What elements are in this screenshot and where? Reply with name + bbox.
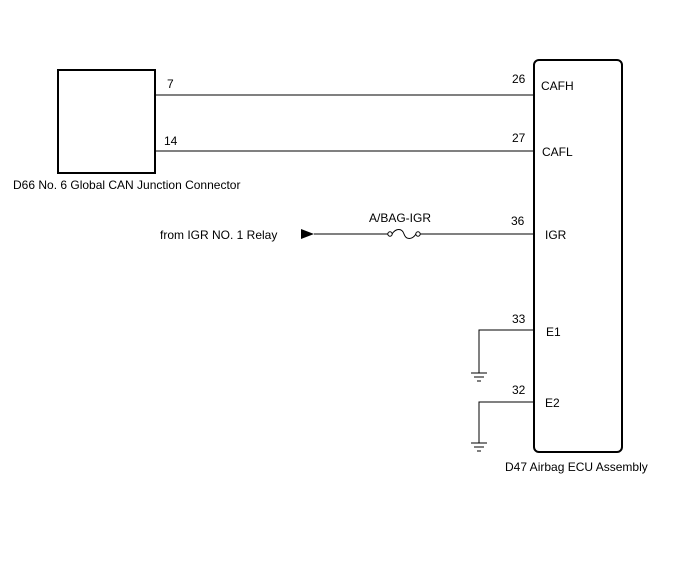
e1-ground-wire [478,329,534,373]
junction-connector-label: D66 No. 6 Global CAN Junction Connector [13,178,240,192]
power-source-label: from IGR NO. 1 Relay [160,228,277,242]
e1-ground-icon [471,372,487,382]
e2-ground-wire [478,401,534,443]
ecu-pin-name-igr: IGR [545,228,567,242]
ecu-pin-number-e2: 32 [512,383,526,397]
ecu-pin-number-cafl: 27 [512,131,526,145]
ecu-pin-name-cafh: CAFH [541,79,574,93]
power-source-arrow-icon [301,229,314,239]
e2-ground-icon [471,442,487,452]
ecu-pin-name-e1: E1 [546,325,561,339]
junction-connector-box [57,69,156,174]
ecu-pin-number-e1: 33 [512,312,526,326]
fuse-label: A/BAG-IGR [369,211,431,225]
fuse-icon [387,229,421,239]
ecu-pin-number-cafh: 26 [512,72,526,86]
ecu-pin-name-cafl: CAFL [542,145,573,159]
connector-pin-cafl: 14 [164,134,178,148]
ecu-pin-name-e2: E2 [545,396,560,410]
connector-pin-cafh: 7 [167,77,174,91]
airbag-ecu-label: D47 Airbag ECU Assembly [505,460,648,474]
airbag-ecu-box [533,59,623,453]
ecu-pin-number-igr: 36 [511,214,525,228]
